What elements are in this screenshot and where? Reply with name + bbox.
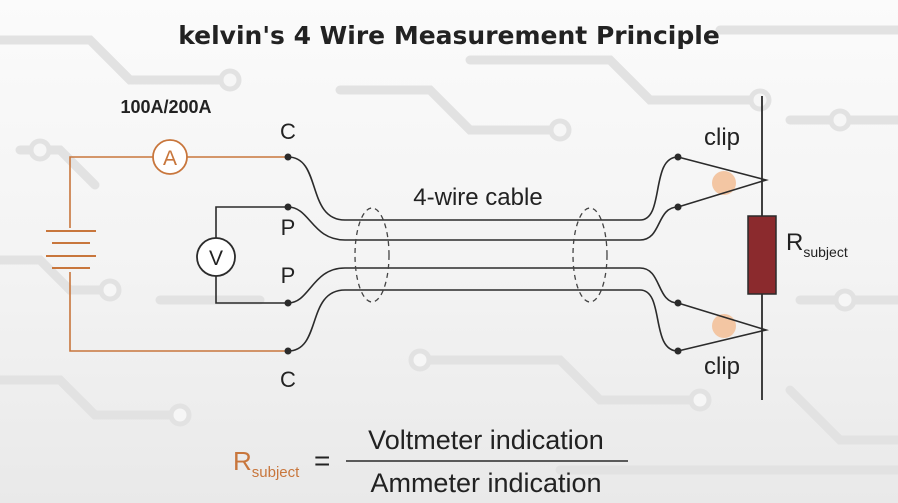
ammeter-symbol: A	[163, 147, 177, 170]
ammeter-rating: 100A/200A	[120, 97, 211, 117]
terminal-p-bottom: P	[281, 263, 296, 288]
voltmeter-icon	[196, 237, 236, 277]
clip-label-top: clip	[704, 124, 740, 151]
clip-label-bottom: clip	[704, 353, 740, 380]
resistor-label: Rsubject	[786, 229, 848, 260]
clip-contact-dot	[712, 314, 736, 338]
diagram-title: kelvin's 4 Wire Measurement Principle	[178, 21, 720, 50]
resistor-body	[747, 215, 777, 295]
ammeter-icon	[152, 139, 188, 175]
terminal-c-bottom: C	[280, 367, 296, 392]
voltage-loop: V	[196, 206, 288, 304]
battery-icon	[46, 230, 96, 269]
four-wire-cable	[287, 156, 679, 352]
bottom-clip	[677, 302, 770, 352]
formula-equals: =	[314, 445, 330, 476]
current-loop	[46, 156, 288, 352]
formula-lhs: Rsubject	[233, 446, 300, 481]
clip-contact-dot	[712, 171, 736, 195]
terminal-c-top: C	[280, 119, 296, 144]
cable-label: 4-wire cable	[413, 184, 542, 211]
ammeter: A 100A/200A	[120, 97, 212, 175]
formula-numerator: Voltmeter indication	[368, 425, 604, 455]
formula: Rsubject = Voltmeter indication Ammeter …	[233, 425, 628, 498]
voltmeter-symbol: V	[209, 247, 223, 270]
resistor-subject	[747, 96, 777, 400]
terminal-nodes	[284, 153, 682, 355]
formula-denominator: Ammeter indication	[370, 468, 601, 498]
background-traces	[0, 25, 898, 475]
top-clip	[677, 156, 769, 208]
terminal-p-top: P	[281, 215, 296, 240]
